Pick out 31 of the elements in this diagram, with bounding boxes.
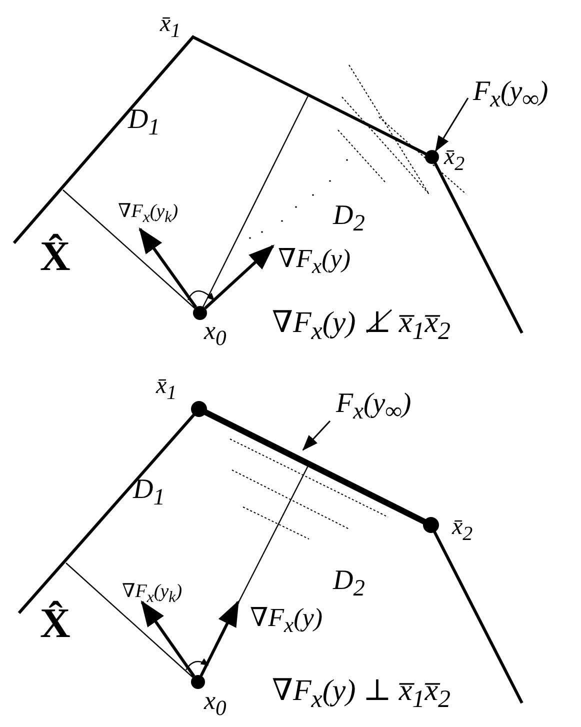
point-label: x̄$_{1}$: [156, 374, 177, 403]
formula-label: F$_{x}$(y$_{∞}$): [336, 390, 412, 424]
region-label: D$_{1}$: [128, 106, 160, 140]
formula-label: ∇F$_{x}$(y) ⊥̸ x̅$_{1}$x̅$_{2}$: [272, 308, 451, 344]
gradient-arrow: [200, 600, 240, 676]
point-dot: [191, 401, 207, 417]
gradient-arrow: [138, 227, 198, 308]
leader-line: [302, 420, 331, 451]
point-dot: [423, 517, 439, 533]
set-label: X̂: [40, 603, 70, 645]
point-dot: [193, 306, 207, 320]
gradient-arrow: [204, 244, 274, 310]
gradient-label: ∇F$_{x}$(y$_{k}$): [122, 582, 182, 606]
gradient-arrow: [140, 600, 196, 678]
point-label: x$_{0}$: [204, 688, 226, 720]
point-dot: [425, 150, 439, 164]
gradient-label: ∇F$_{x}$(y): [250, 605, 323, 637]
point-label: x̄$_{2}$: [452, 515, 473, 544]
set-label: X̂: [40, 236, 70, 278]
gradient-label: ∇F$_{x}$(y): [278, 246, 351, 278]
gradient-label: ∇F$_{x}$(y$_{k}$): [118, 202, 178, 226]
region-label: D$_{1}$: [133, 476, 165, 510]
point-dot: [191, 675, 205, 689]
region-label: D$_{2}$: [333, 567, 365, 601]
formula-label: ∇F$_{x}$(y) ⊥ x̅$_{1}$x̅$_{2}$: [272, 676, 451, 712]
leader-line: [435, 98, 469, 152]
point-label: x̄$_{2}$: [444, 145, 465, 174]
point-label: x̄$_{1}$: [160, 12, 181, 41]
point-label: x$_{0}$: [204, 318, 226, 350]
formula-label: F$_{x}$(y$_{∞}$): [473, 78, 548, 112]
region-label: D$_{2}$: [333, 202, 365, 236]
